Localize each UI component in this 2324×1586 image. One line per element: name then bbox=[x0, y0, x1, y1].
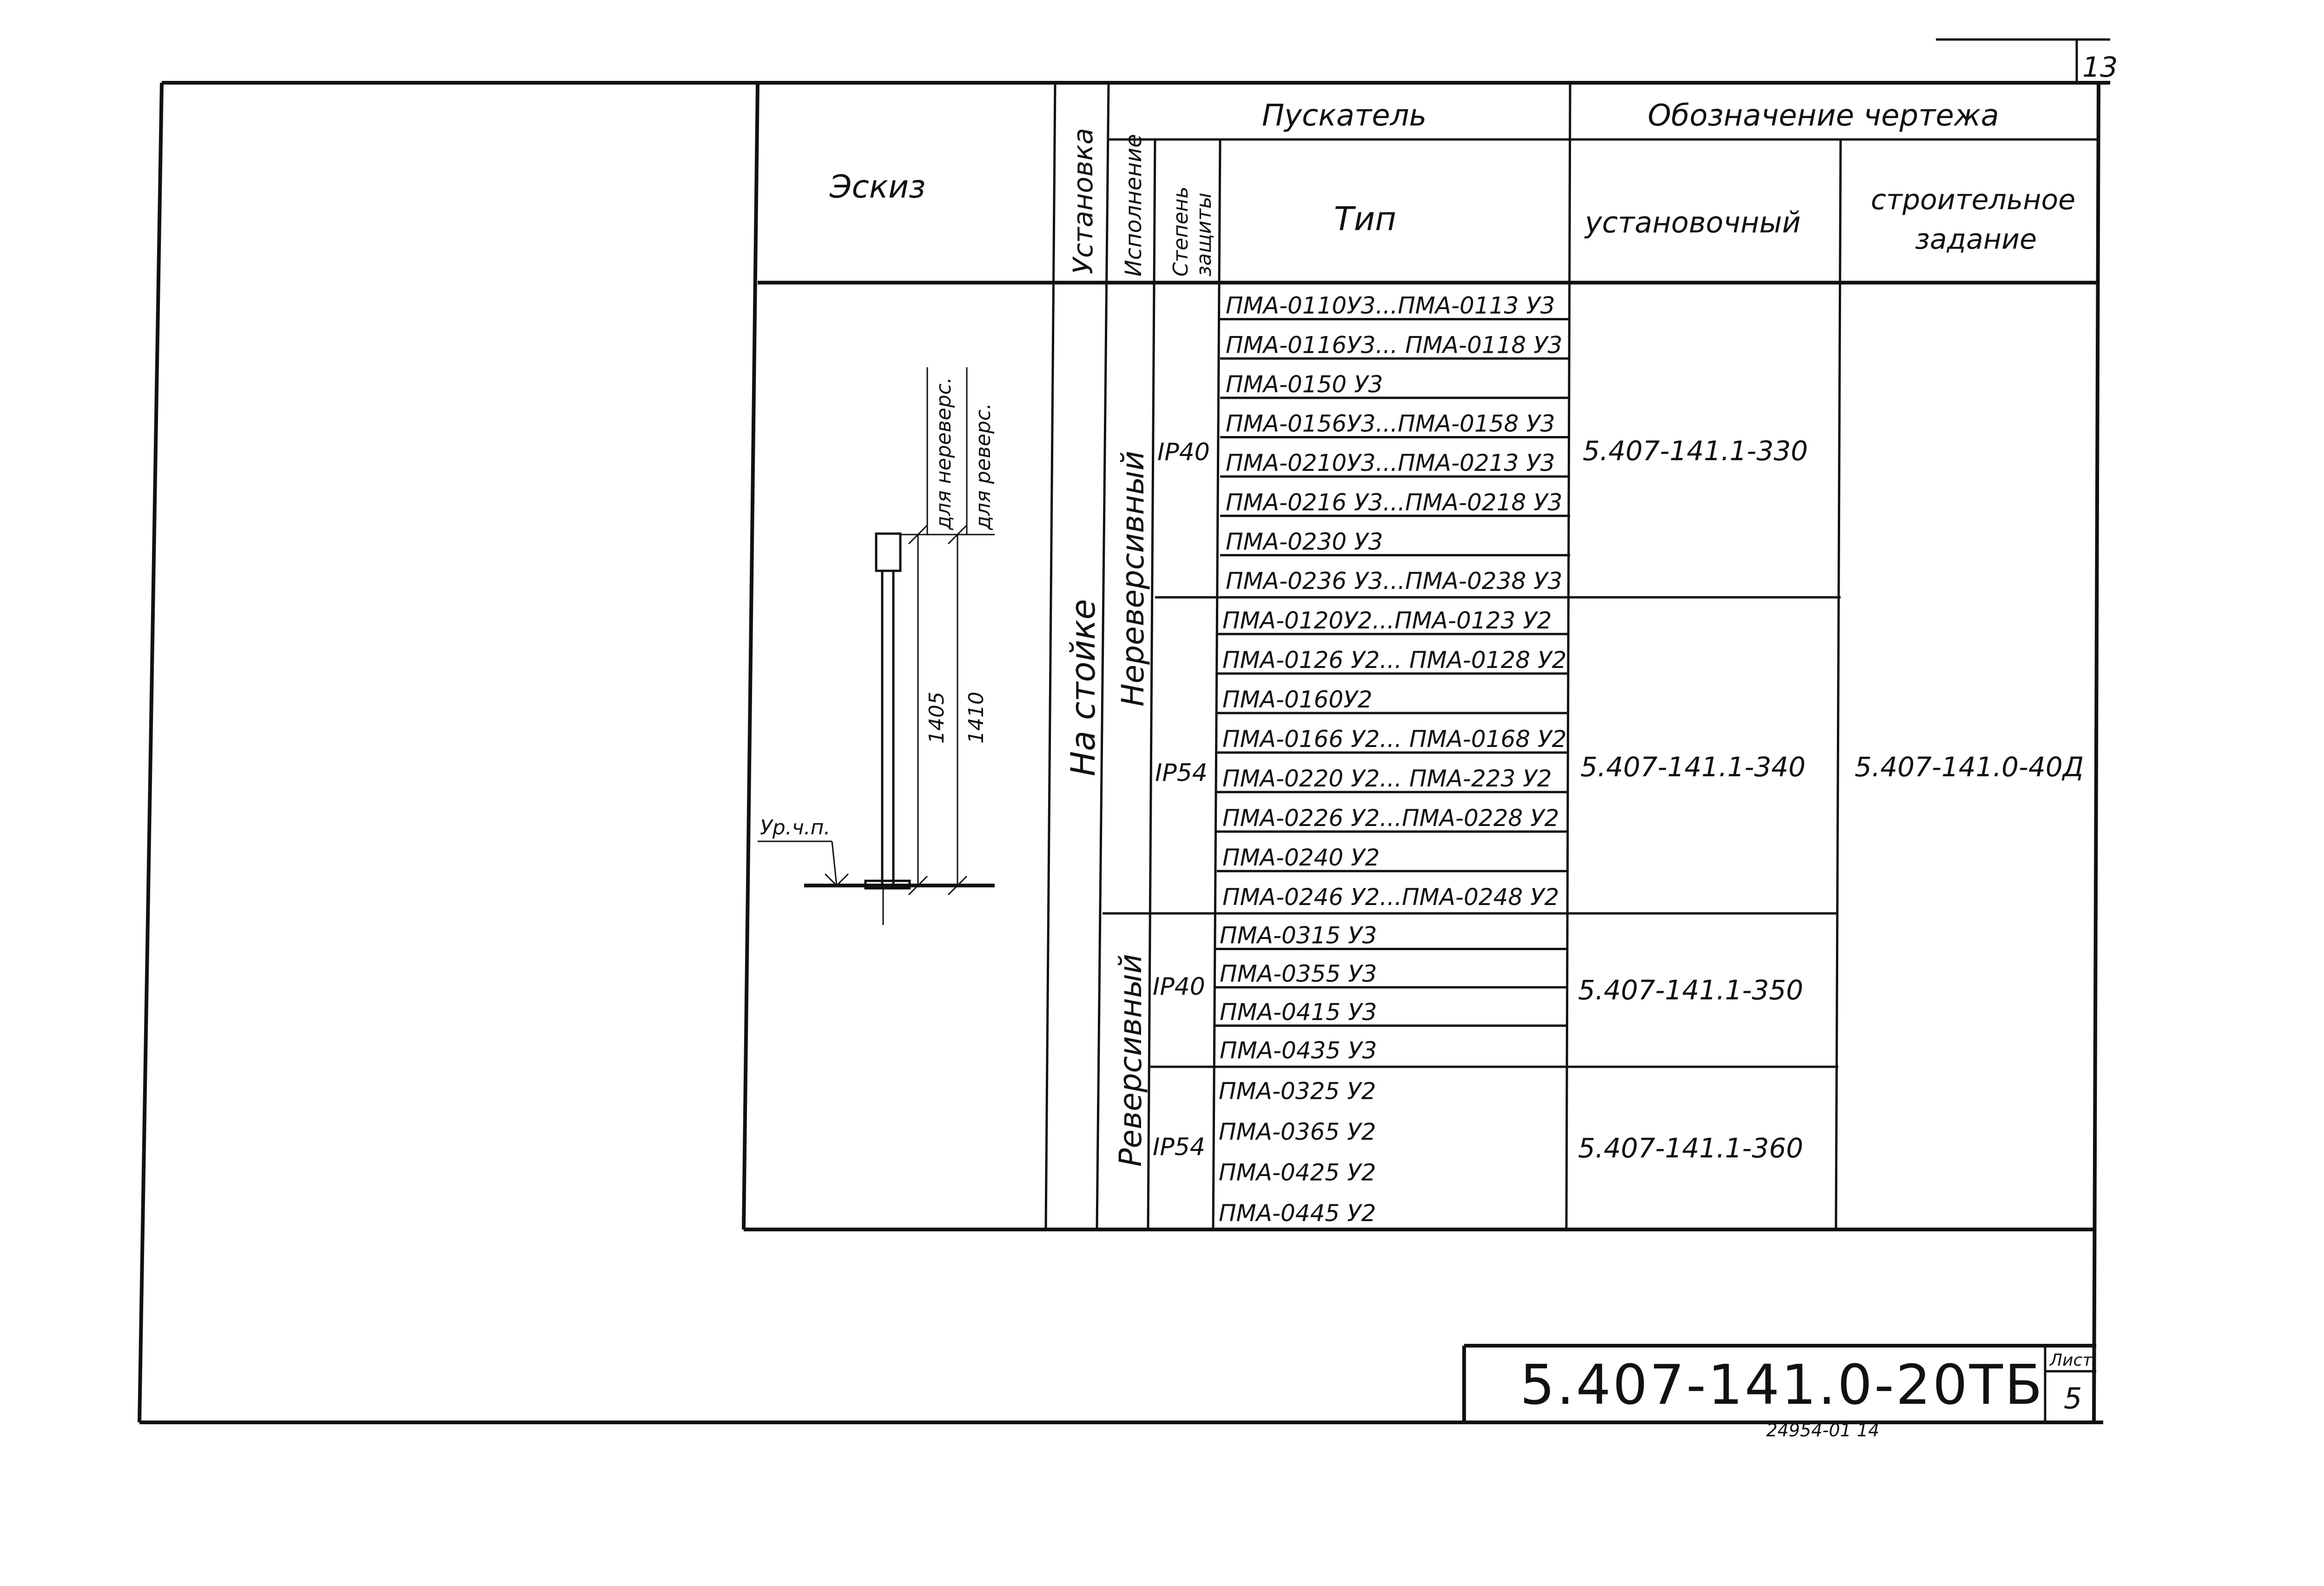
protection-group-4: IP54 bbox=[1153, 1133, 1205, 1161]
execution-nonreversible: Нереверсивный bbox=[1115, 451, 1151, 707]
starter-type: ПМА-0415 У3 bbox=[1220, 999, 1377, 1026]
title-block-sheet-number: 5 bbox=[2064, 1381, 2082, 1415]
title-block-sheet-label: Лист bbox=[2049, 1351, 2093, 1370]
header-protection-1: Степень bbox=[1169, 186, 1193, 277]
header-installation-drawing: установочный bbox=[1584, 205, 1801, 239]
starter-type: ПМА-0110У3...ПМА-0113 У3 bbox=[1226, 292, 1555, 319]
starter-type: ПМА-0425 У2 bbox=[1219, 1159, 1376, 1186]
drawing-group-2: 5.407-141.1-340 bbox=[1580, 751, 1806, 783]
execution-reversible: Реверсивный bbox=[1113, 954, 1149, 1167]
starter-type: ПМА-0210У3...ПМА-0213 У3 bbox=[1226, 449, 1555, 476]
starter-type: ПМА-0226 У2...ПМА-0228 У2 bbox=[1222, 805, 1559, 832]
starter-type: ПМА-0236 У3...ПМА-0238 У3 bbox=[1226, 568, 1563, 595]
protection-group-3: IP40 bbox=[1153, 973, 1205, 1001]
title-block-code: 5.407-141.0-20ТБ bbox=[1520, 1353, 2044, 1417]
header-execution: Исполнение bbox=[1121, 134, 1147, 277]
footer-archive-code: 24954-01 14 bbox=[1766, 1420, 1879, 1441]
sketch-label-nonreversible: для нереверс. bbox=[932, 377, 956, 530]
starter-type: ПМА-0160У2 bbox=[1222, 686, 1373, 713]
starter-type: ПМА-0240 У2 bbox=[1222, 844, 1380, 871]
starter-type: ПМА-0230 У3 bbox=[1226, 528, 1383, 555]
starter-type: ПМА-0216 У3...ПМА-0218 У3 bbox=[1226, 489, 1563, 516]
header-construction-2: задание bbox=[1915, 223, 2037, 256]
header-sketch: Эскиз bbox=[829, 169, 925, 205]
drawing-group-3: 5.407-141.1-350 bbox=[1578, 974, 1803, 1006]
main-table bbox=[742, 84, 2099, 1231]
starter-type: ПМА-0220 У2... ПМА-223 У2 bbox=[1222, 765, 1552, 792]
starter-type: ПМА-0355 У3 bbox=[1220, 960, 1377, 987]
starter-type: ПМА-0150 У3 bbox=[1226, 371, 1383, 398]
sketch-floor-level: Ур.ч.п. bbox=[760, 816, 830, 839]
header-starter-group: Пускатель bbox=[1262, 99, 1426, 133]
starter-type: ПМА-0116У3... ПМА-0118 У3 bbox=[1226, 331, 1563, 358]
starter-type: ПМА-0166 У2... ПМА-0168 У2 bbox=[1222, 726, 1566, 753]
pole-sketch bbox=[758, 367, 995, 925]
title-block bbox=[1462, 1344, 2096, 1422]
starter-type: ПМА-0246 У2...ПМА-0248 У2 bbox=[1222, 884, 1559, 911]
outer-frame bbox=[138, 38, 2110, 1424]
drawing-group-4: 5.407-141.1-360 bbox=[1578, 1132, 1803, 1164]
drawing-group-1: 5.407-141.1-330 bbox=[1583, 435, 1808, 467]
installation-value: На стойке bbox=[1063, 599, 1103, 776]
starter-type: ПМА-0365 У2 bbox=[1219, 1118, 1376, 1145]
starter-type: ПМА-0156У3...ПМА-0158 У3 bbox=[1226, 410, 1555, 437]
starter-type: ПМА-0315 У3 bbox=[1220, 922, 1377, 949]
protection-group-2: IP54 bbox=[1155, 759, 1208, 787]
header-installation: Установка bbox=[1067, 128, 1099, 274]
header-protection-2: защиты bbox=[1192, 192, 1216, 277]
sketch-dim-1410: 1410 bbox=[964, 692, 988, 744]
sketch-dim-1405: 1405 bbox=[925, 692, 949, 744]
sketch-label-reversible: для реверс. bbox=[971, 403, 995, 530]
starter-type: ПМА-0435 У3 bbox=[1220, 1037, 1377, 1064]
protection-group-1: IP40 bbox=[1157, 438, 1210, 466]
starter-type: ПМА-0120У2...ПМА-0123 У2 bbox=[1222, 607, 1552, 634]
header-type: Тип bbox=[1334, 200, 1396, 238]
corner-page-number: 13 bbox=[2082, 51, 2118, 84]
starter-type: ПМА-0445 У2 bbox=[1219, 1200, 1376, 1227]
header-drawing-group: Обозначение чертежа bbox=[1648, 99, 1999, 133]
starter-type: ПМА-0126 У2... ПМА-0128 У2 bbox=[1222, 647, 1566, 674]
type-rows: ПМА-0110У3...ПМА-0113 У3 ПМА-0116У3... ПМ… bbox=[1214, 292, 1570, 1227]
construction-task: 5.407-141.0-40Д bbox=[1855, 751, 2084, 783]
starter-type: ПМА-0325 У2 bbox=[1219, 1078, 1376, 1105]
header-construction-1: строительное bbox=[1871, 184, 2075, 216]
